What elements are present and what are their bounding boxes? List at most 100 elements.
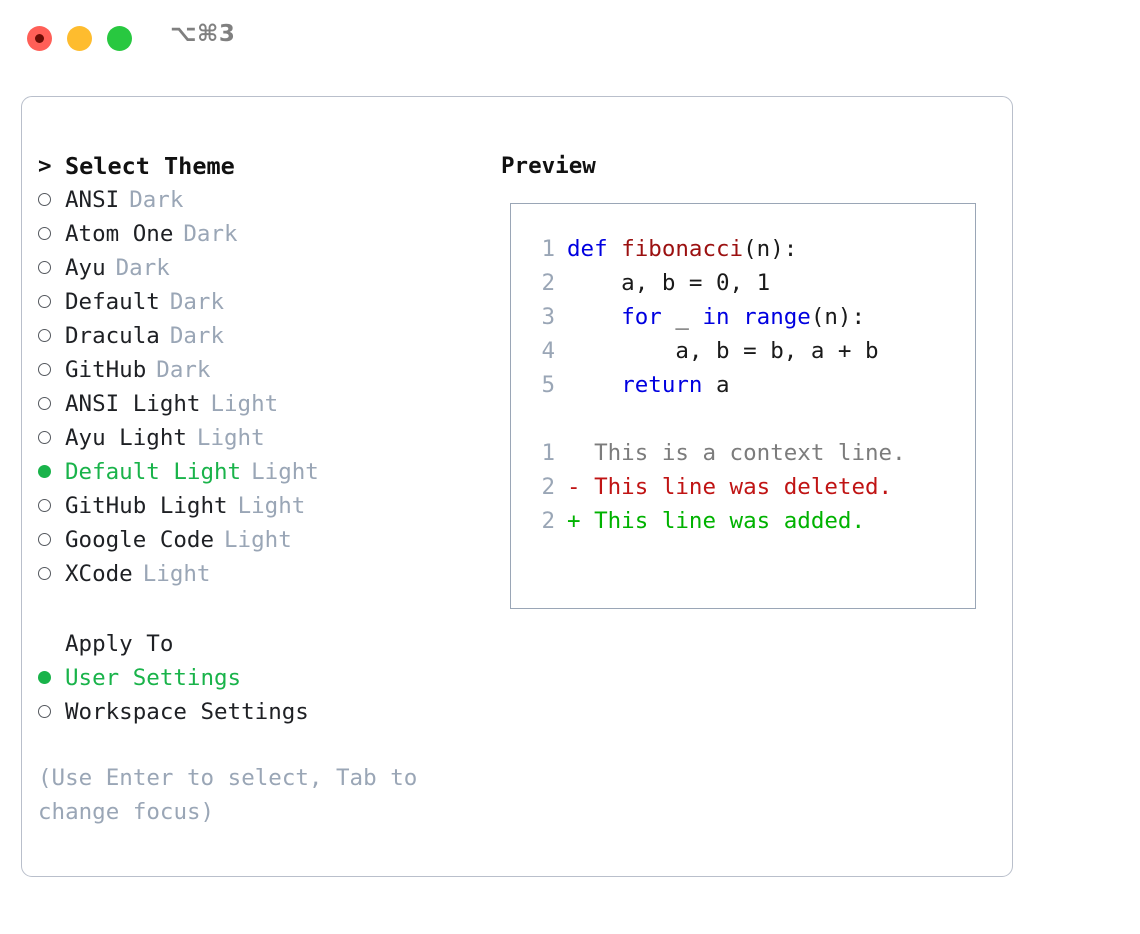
theme-name: Google Code <box>65 527 215 553</box>
radio-unselected-icon <box>38 319 65 353</box>
minimize-button[interactable] <box>67 26 92 51</box>
code-line: 3 for _ in range(n): <box>511 300 975 334</box>
theme-name: Ayu <box>65 255 106 281</box>
theme-name: ANSI <box>65 187 120 213</box>
code-line-text: return a <box>567 368 730 402</box>
prompt-caret-icon: > <box>38 153 52 179</box>
theme-item-11[interactable]: XCode Light <box>38 557 488 591</box>
diff-line-number: 2 <box>541 508 555 534</box>
code-line-text: a, b = b, a + b <box>567 334 879 368</box>
theme-name: ANSI Light <box>65 391 201 417</box>
code-line-number: 3 <box>541 304 555 330</box>
theme-variant-label: Light <box>251 459 319 485</box>
theme-variant-label: Dark <box>115 255 170 281</box>
apply-to-item-0[interactable]: User Settings <box>38 661 488 695</box>
code-token: return <box>621 372 703 398</box>
theme-item-1[interactable]: Atom One Dark <box>38 217 488 251</box>
radio-glyph <box>38 705 51 718</box>
code-token: (n): <box>743 236 798 262</box>
radio-glyph <box>38 465 51 478</box>
code-token: a <box>702 372 730 398</box>
theme-item-6[interactable]: ANSI Light Light <box>38 387 488 421</box>
radio-glyph <box>38 329 51 342</box>
diff-line-text: - This line was deleted. <box>567 474 893 500</box>
code-token: range <box>743 304 811 330</box>
theme-item-2[interactable]: Ayu Dark <box>38 251 488 285</box>
theme-list-header: > Select Theme <box>38 149 488 183</box>
theme-name: Atom One <box>65 221 174 247</box>
radio-glyph <box>38 567 51 580</box>
code-line-text: a, b = 0, 1 <box>567 266 770 300</box>
radio-glyph <box>38 295 51 308</box>
theme-variant-label: Dark <box>169 289 225 315</box>
theme-variant-label: Light <box>142 561 211 587</box>
radio-unselected-icon <box>38 285 65 319</box>
keyboard-hint-text: (Use Enter to select, Tab to change focu… <box>38 765 431 825</box>
radio-glyph <box>38 193 51 206</box>
title-bar: ⌥⌘3 <box>0 0 1140 78</box>
code-token: _ <box>661 304 703 330</box>
diff-line-ctx: 1 This is a context line. <box>511 436 975 470</box>
radio-unselected-icon <box>38 217 65 251</box>
code-token: in <box>702 304 730 330</box>
code-token: (n): <box>810 304 866 330</box>
code-token: fibonacci <box>621 236 744 262</box>
apply-to-item-1[interactable]: Workspace Settings <box>38 695 488 729</box>
close-button[interactable] <box>27 26 52 51</box>
code-token: for <box>621 304 662 330</box>
theme-name: Default <box>65 289 160 315</box>
code-line-text: def fibonacci(n): <box>567 232 797 266</box>
page-title: Select Theme <box>65 152 235 180</box>
diff-line-number: 2 <box>541 474 555 500</box>
theme-variant-label: Dark <box>156 357 211 383</box>
theme-variant-label: Light <box>224 527 292 553</box>
radio-glyph <box>38 397 51 410</box>
code-token <box>567 304 621 330</box>
preview-title: Preview <box>501 153 596 179</box>
zoom-button[interactable] <box>107 26 132 51</box>
theme-variant-label: Dark <box>129 187 184 213</box>
radio-selected-icon <box>38 455 65 489</box>
radio-glyph <box>38 261 51 274</box>
radio-glyph <box>38 533 51 546</box>
theme-name: XCode <box>65 561 133 587</box>
radio-unselected-icon <box>38 183 65 217</box>
theme-item-4[interactable]: Dracula Dark <box>38 319 488 353</box>
code-line-number: 5 <box>541 372 555 398</box>
radio-glyph <box>38 499 51 512</box>
diff-line-text: + This line was added. <box>567 508 866 534</box>
code-line: 2 a, b = 0, 1 <box>511 266 975 300</box>
theme-variant-label: Light <box>237 493 306 519</box>
section-spacer <box>38 591 488 627</box>
theme-item-3[interactable]: Default Dark <box>38 285 488 319</box>
apply-to-label: Apply To <box>65 631 174 657</box>
radio-unselected-icon <box>38 353 65 387</box>
theme-name: Ayu Light <box>65 425 187 451</box>
theme-item-10[interactable]: Google Code Light <box>38 523 488 557</box>
radio-unselected-icon <box>38 489 65 523</box>
code-token: a, b = 0, 1 <box>567 270 771 296</box>
theme-item-9[interactable]: GitHub Light Light <box>38 489 488 523</box>
theme-variant-label: Dark <box>169 323 225 349</box>
code-token: a, b = b, a + b <box>567 338 879 364</box>
apply-to-name: User Settings <box>65 665 242 691</box>
theme-item-0[interactable]: ANSI Dark <box>38 183 488 217</box>
code-token: def <box>567 236 622 262</box>
radio-selected-icon <box>38 661 65 695</box>
code-line-text: for _ in range(n): <box>567 300 865 334</box>
theme-variant-label: Dark <box>183 221 238 247</box>
code-line-number: 2 <box>541 270 555 296</box>
theme-variant-label: Light <box>210 391 279 417</box>
code-line-number: 4 <box>541 338 555 364</box>
theme-name: GitHub Light <box>65 493 228 519</box>
radio-glyph <box>38 227 51 240</box>
theme-name: Dracula <box>65 323 160 349</box>
